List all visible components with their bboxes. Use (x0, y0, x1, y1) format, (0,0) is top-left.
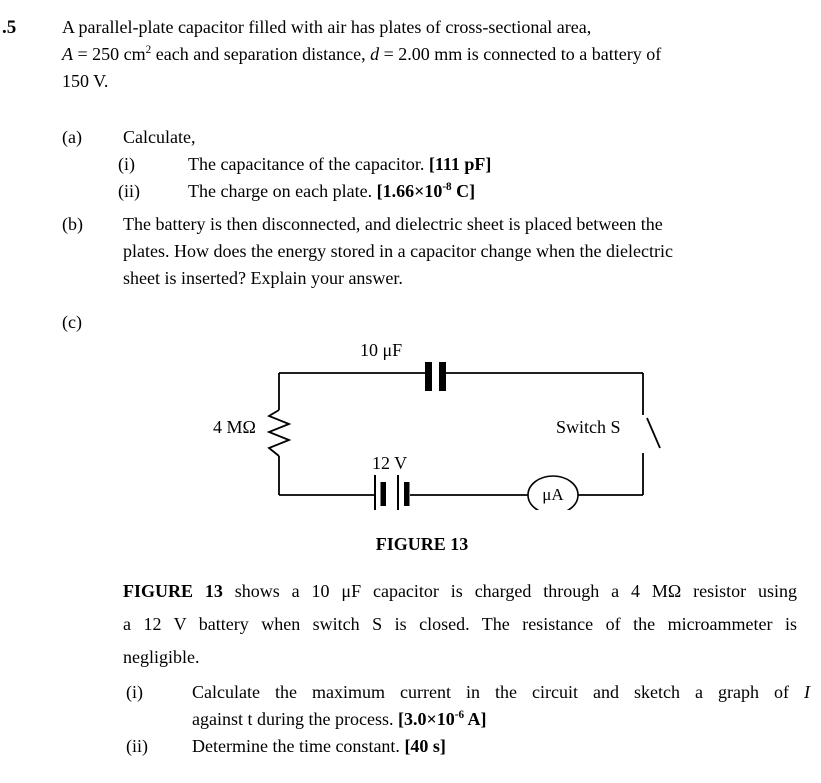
intro-paragraph: A parallel-plate capacitor filled with a… (62, 14, 661, 95)
description-line-1: FIGURE 13 shows a 10 μF capacitor is cha… (123, 581, 797, 601)
ammeter-unit-label: μA (542, 485, 564, 504)
switch-symbol (646, 417, 661, 449)
circuit-wires (278, 372, 644, 496)
circuit-diagram (266, 362, 661, 510)
answer-a-i: [111 pF] (428, 154, 492, 174)
part-b-line-1: The battery is then disconnected, and di… (123, 214, 663, 234)
part-c-i-line-1: Calculate the maximum current in the cir… (192, 682, 810, 702)
capacitor-value-label: 10 μF (360, 340, 403, 360)
part-c-ii-text: Determine the time constant. [40 s] (192, 736, 446, 756)
part-a-ii-text: The charge on each plate. [1.66×10-8 C] (188, 181, 476, 201)
part-c-label: (c) (62, 312, 82, 332)
intro-line-2: A = 250 cm2 each and separation distance… (62, 44, 662, 64)
answer-a-ii: [1.66×10-8 C] (376, 181, 476, 201)
part-c-i-label: (i) (126, 682, 143, 702)
intro-line-1: A parallel-plate capacitor filled with a… (62, 17, 592, 37)
battery-symbol (374, 475, 410, 510)
part-a-i-label: (i) (118, 154, 135, 174)
description-line-3: negligible. (123, 647, 200, 667)
part-a-heading: Calculate, (123, 127, 196, 147)
resistor-symbol (266, 409, 292, 457)
answer-c-i: [3.0×10-6 A] (397, 709, 487, 729)
figure-caption: FIGURE 13 (375, 534, 469, 554)
resistor-value-label: 4 MΩ (213, 417, 256, 437)
description-line-2: a 12 V battery when switch S is closed. … (123, 614, 797, 634)
part-a-label: (a) (62, 127, 82, 147)
part-b-label: (b) (62, 214, 83, 234)
switch-name-label: Switch S (556, 417, 621, 437)
figure-description: FIGURE 13 shows a 10 μF capacitor is cha… (123, 575, 797, 674)
part-b-line-2: plates. How does the energy stored in a … (123, 241, 673, 261)
capacitor-symbol (425, 362, 446, 391)
part-b-paragraph: The battery is then disconnected, and di… (123, 211, 673, 292)
part-b-line-3: sheet is inserted? Explain your answer. (123, 268, 403, 288)
answer-c-ii: [40 s] (404, 736, 446, 756)
battery-value-label: 12 V (372, 453, 408, 473)
intro-line-3: 150 V. (62, 71, 109, 91)
ammeter-symbol (527, 475, 579, 510)
question-number: .5 (2, 17, 17, 38)
part-c-i-text: Calculate the maximum current in the cir… (192, 679, 810, 733)
part-c-ii-label: (ii) (126, 736, 148, 756)
part-a-ii-label: (ii) (118, 181, 140, 201)
part-c-i-line-2: against t during the process. [3.0×10-6 … (192, 709, 487, 729)
part-a-i-text: The capacitance of the capacitor. [111 p… (188, 154, 492, 174)
